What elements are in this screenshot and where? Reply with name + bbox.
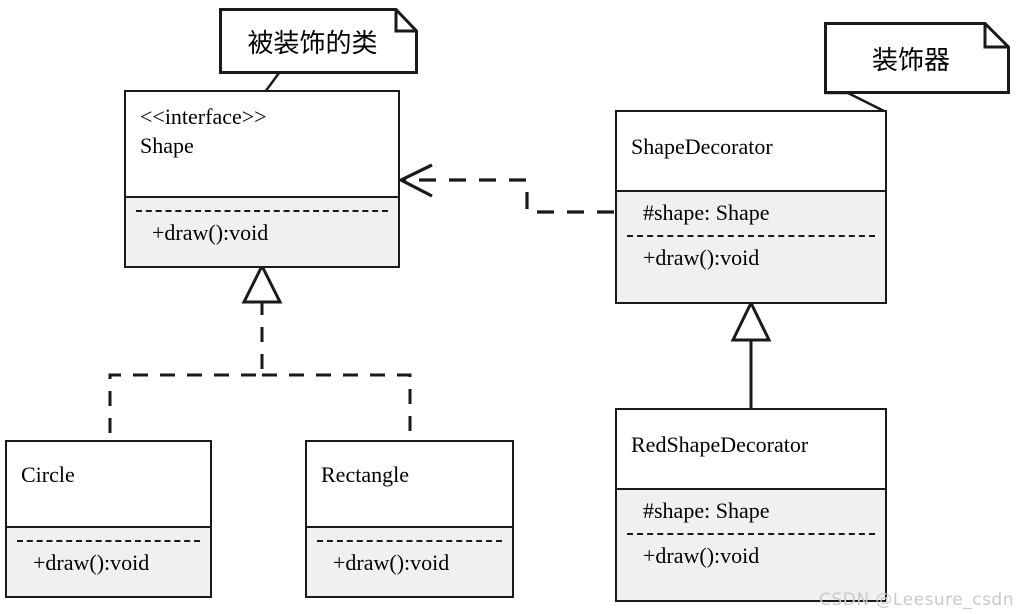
class-operation-rectangle-draw: +draw():void	[333, 550, 450, 575]
class-name-circle: Circle	[21, 462, 75, 487]
note-shape-decorated-class	[219, 8, 418, 74]
hollow-triangle-arrowhead-shapedecorator	[730, 299, 772, 342]
edge-circle-rectangle-realize-shape	[108, 300, 264, 440]
edge-shapedecorator-realizes-shape	[404, 178, 614, 214]
compartment-separator	[627, 532, 875, 535]
class-body-circle: +draw():void	[7, 528, 210, 596]
class-body-red-shape-decorator: #shape: Shape +draw():void	[617, 490, 885, 600]
class-name-shape-decorator: ShapeDecorator	[631, 134, 773, 159]
note-decorator-label: 装饰器	[871, 45, 950, 75]
class-attribute-red-shape-decorator-shape: #shape: Shape	[643, 498, 770, 523]
class-box-shape-decorator[interactable]: ShapeDecorator #shape: Shape +draw():voi…	[615, 110, 887, 304]
class-name-red-shape-decorator: RedShapeDecorator	[631, 432, 809, 457]
class-operation-circle-draw: +draw():void	[33, 550, 150, 575]
class-attribute-shape-decorator-shape: #shape: Shape	[643, 200, 770, 225]
watermark-text: CSDN @Leesure_csdn	[819, 590, 1014, 610]
hollow-triangle-arrowhead-shape	[241, 262, 283, 304]
note-decorator: 装饰器	[824, 22, 1010, 94]
class-name-rectangle: Rectangle	[321, 462, 409, 487]
class-operation-shape-decorator-draw: +draw():void	[643, 244, 760, 270]
class-box-shape[interactable]: <<interface>> Shape +draw():void	[124, 90, 400, 268]
class-body-shape-decorator: #shape: Shape +draw():void	[617, 192, 885, 302]
class-header-rectangle: Rectangle	[307, 442, 512, 528]
compartment-separator	[627, 234, 875, 237]
edge-arrowhead-open-shape	[397, 163, 433, 198]
class-body-rectangle: +draw():void	[307, 528, 512, 596]
class-operation-shape-draw: +draw():void	[152, 220, 269, 245]
class-stereotype-shape: <<interface>>	[140, 104, 267, 129]
compartment-separator	[136, 210, 388, 212]
class-operation-red-shape-decorator-draw: +draw():void	[643, 542, 760, 568]
class-header-shape: <<interface>> Shape	[126, 92, 398, 198]
class-name-shape: Shape	[140, 133, 194, 159]
class-box-rectangle[interactable]: Rectangle +draw():void	[305, 440, 514, 598]
class-header-circle: Circle	[7, 442, 210, 528]
compartment-separator	[17, 540, 200, 542]
note-decorated-class: 被装饰的类	[219, 8, 418, 74]
note-decorated-class-label: 被装饰的类	[247, 28, 378, 58]
edge-rectangle-branch	[262, 373, 412, 440]
class-header-red-shape-decorator: RedShapeDecorator	[617, 410, 885, 490]
class-header-shape-decorator: ShapeDecorator	[617, 112, 885, 192]
class-body-shape: +draw():void	[126, 198, 398, 266]
class-box-circle[interactable]: Circle +draw():void	[5, 440, 212, 598]
note-shape-decorator	[824, 22, 1010, 94]
class-box-red-shape-decorator[interactable]: RedShapeDecorator #shape: Shape +draw():…	[615, 408, 887, 602]
compartment-separator	[317, 540, 502, 542]
